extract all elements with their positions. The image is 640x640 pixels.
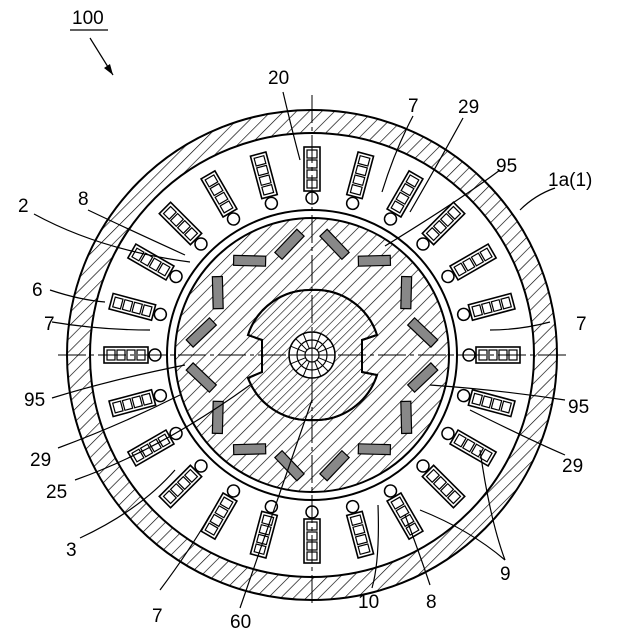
label-gap-left: 29 [30,450,51,471]
label-flux-top: 7 [408,96,419,117]
label-magnet-left: 95 [24,390,45,411]
label-25: 25 [46,482,67,503]
label-9: 9 [500,564,511,585]
label-8-bottom: 8 [426,592,437,613]
label-8-left: 8 [78,189,89,210]
label-10: 10 [358,592,379,613]
label-gap-right: 29 [562,456,583,477]
label-6: 6 [32,280,43,301]
ref-number: 100 [72,8,104,29]
label-flux-left: 7 [44,314,55,335]
label-2: 2 [18,196,29,217]
label-rotor: 20 [268,68,289,89]
label-stator-housing: 1a(1) [548,170,592,191]
label-gap-top: 29 [458,97,479,118]
label-flux-right: 7 [576,314,587,335]
label-magnet-right: 95 [568,397,589,418]
label-shaft: 60 [230,612,251,633]
label-3: 3 [66,540,77,561]
label-magnet-top: 95 [496,156,517,177]
label-flux-bottom: 7 [152,606,163,627]
